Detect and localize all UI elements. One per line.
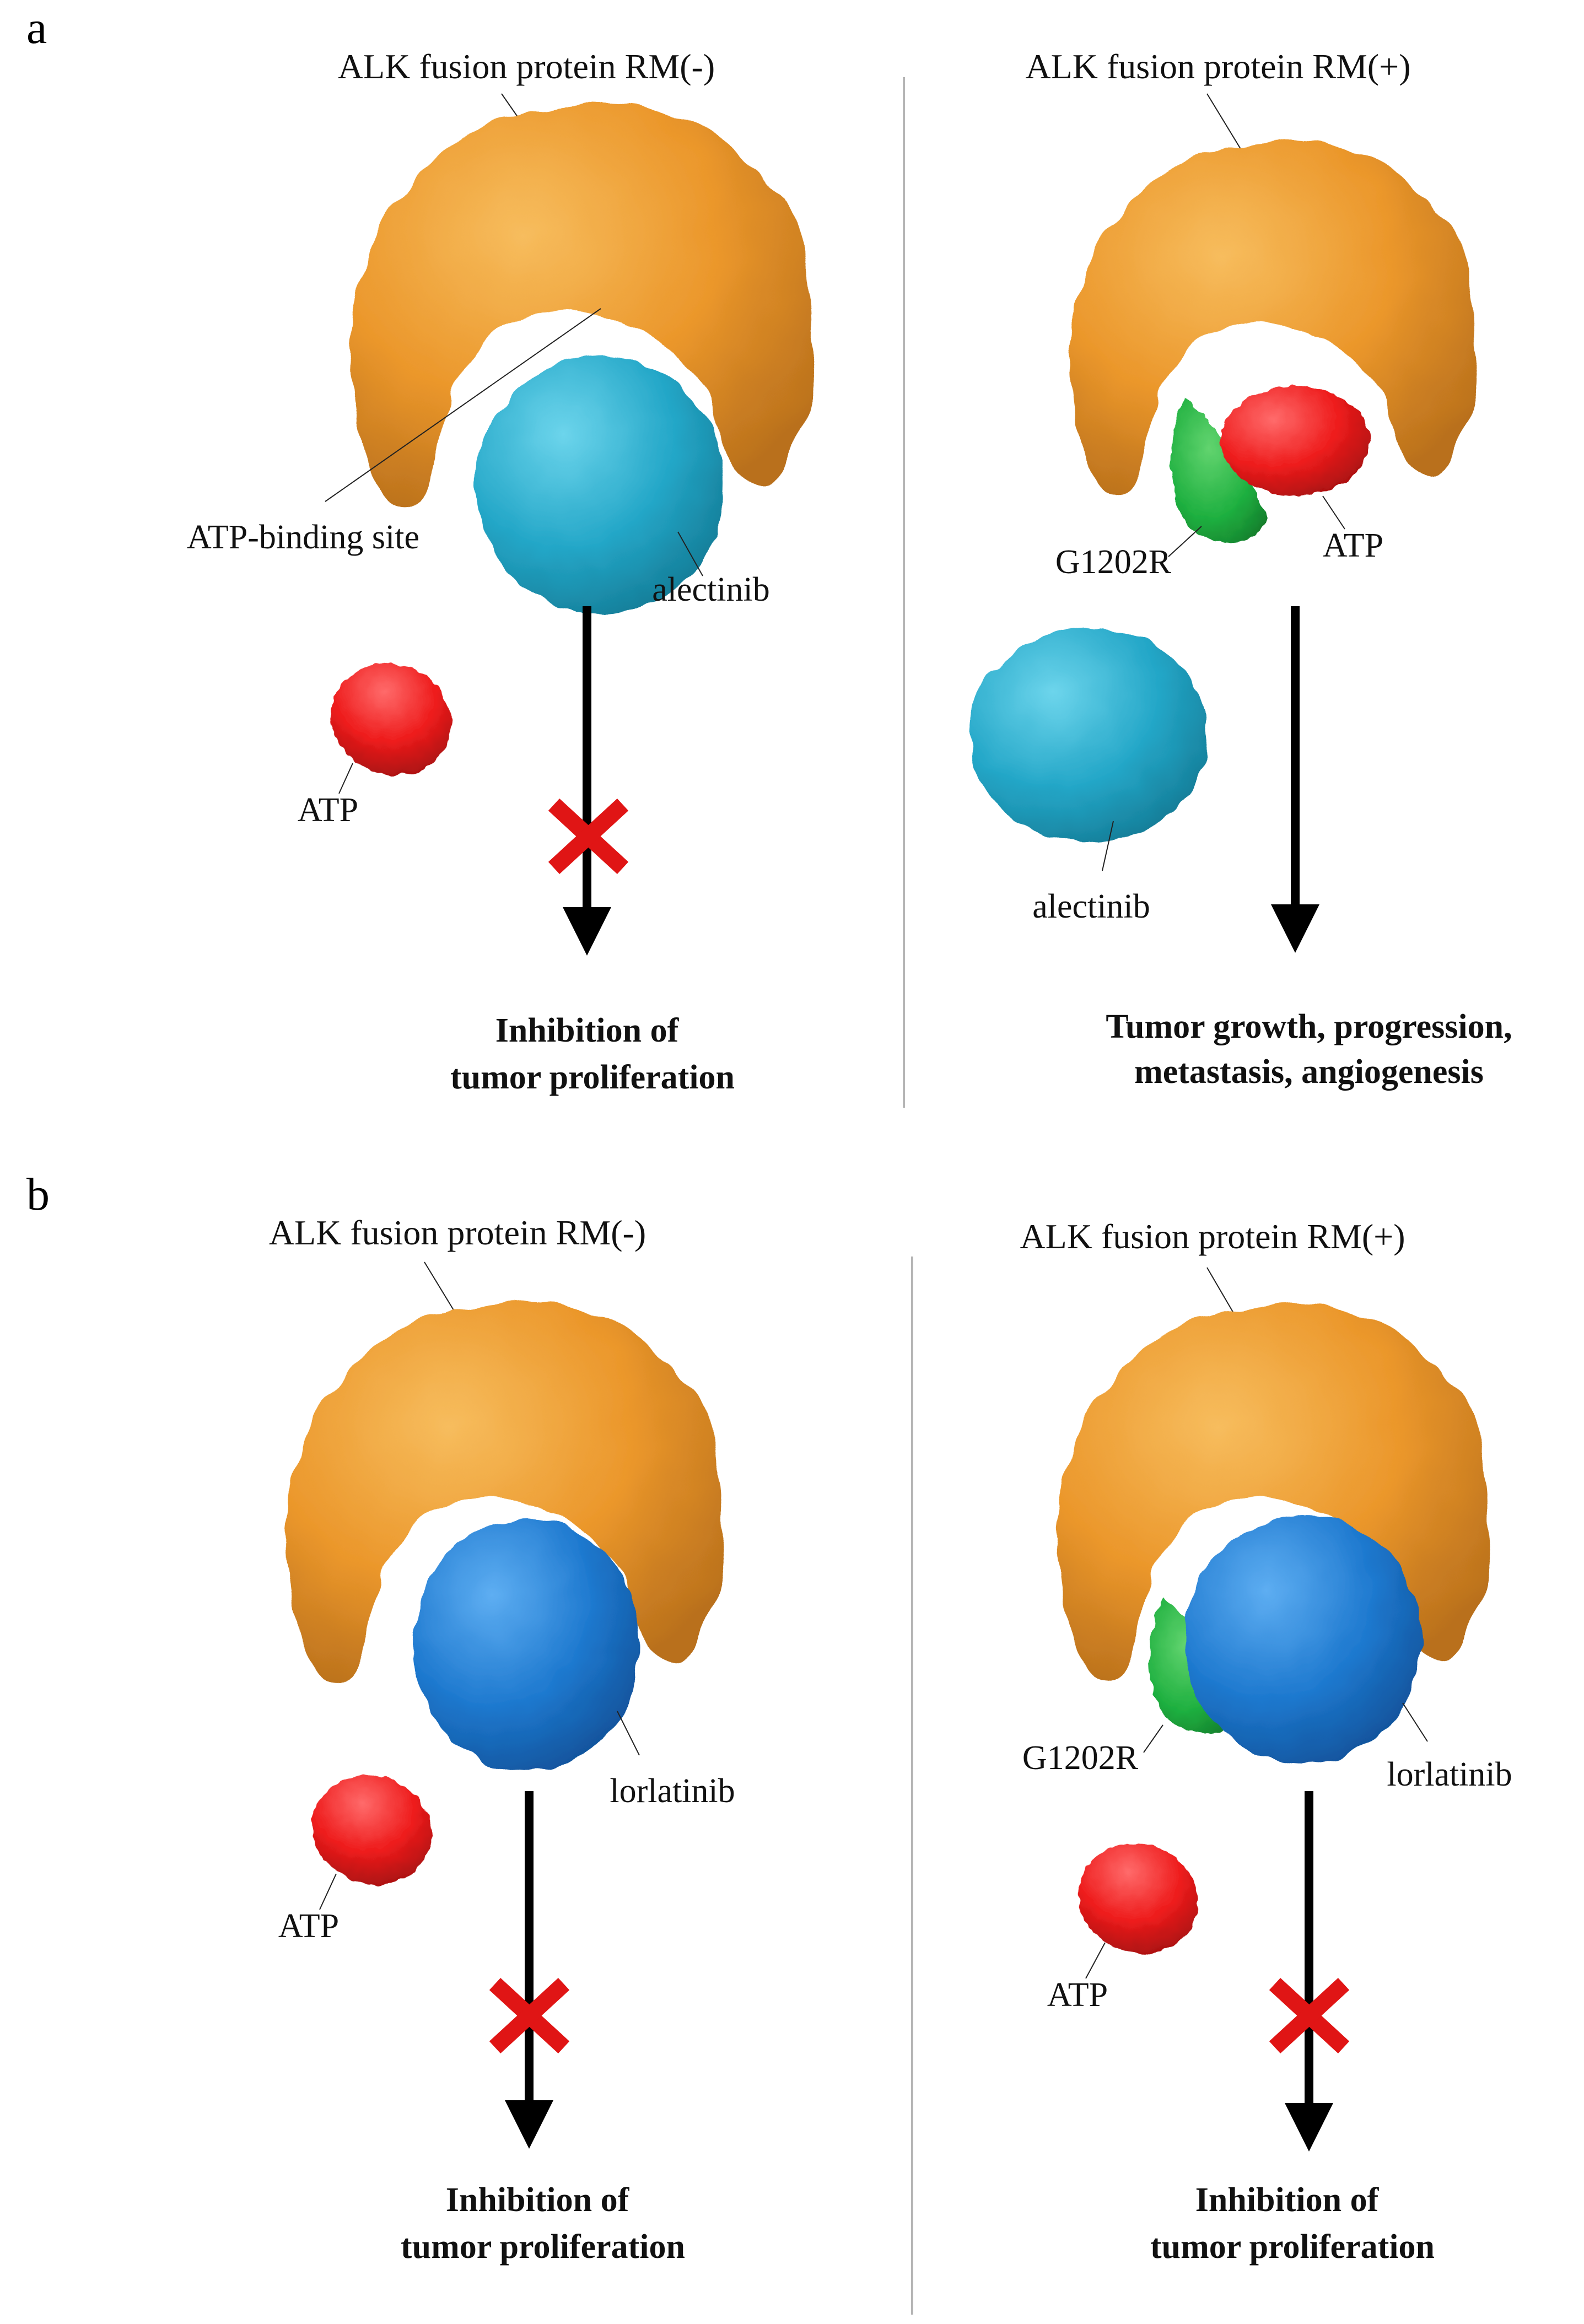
g1202r-mutation-region [1171, 397, 1268, 543]
atp-label: ATP [298, 791, 358, 829]
outcome-line-1: Tumor growth, progression, [1106, 1008, 1512, 1045]
mutation-leader-line [1168, 526, 1202, 557]
protein-title: ALK fusion protein RM(+) [1025, 47, 1410, 86]
atp-label: ATP [1047, 1976, 1108, 2014]
protein-title: ALK fusion protein RM(-) [338, 47, 715, 86]
panel-b-right: ALK fusion protein RM(+) G1202R lorlatin… [1020, 1217, 1512, 2266]
atp-leader-line [1085, 1942, 1106, 1979]
g1202r-label: G1202R [1055, 543, 1172, 581]
alectinib-molecule [477, 355, 725, 614]
lorlatinib-molecule [413, 1518, 639, 1772]
inhibition-cross [489, 1977, 570, 2054]
outcome-line-2: tumor proliferation [450, 1059, 735, 1096]
panel-a-right: ALK fusion protein RM(+) G1202R ATP alec… [970, 47, 1512, 1091]
lorlatinib-molecule [1185, 1516, 1422, 1764]
atp-binding-site-label: ATP-binding site [187, 519, 419, 556]
alectinib-label: alectinib [1032, 888, 1150, 925]
atp-molecule [1221, 386, 1370, 496]
drug-leader-line [677, 531, 703, 576]
site-leader-line [325, 308, 601, 502]
drug-leader-line [1102, 821, 1114, 871]
lorlatinib-label: lorlatinib [610, 1772, 735, 1810]
outcome-line-2: metastasis, angiogenesis [1134, 1053, 1484, 1091]
g1202r-label: G1202R [1022, 1739, 1139, 1777]
atp-molecule [331, 663, 451, 775]
drug-leader-line [617, 1711, 640, 1756]
outcome-line-2: tumor proliferation [401, 2228, 685, 2266]
panel-letter-a: a [26, 2, 47, 53]
atp-molecule [1078, 1843, 1198, 1954]
alectinib-molecule [970, 628, 1207, 843]
protein-title: ALK fusion protein RM(+) [1020, 1217, 1405, 1256]
inhibition-cross [548, 798, 629, 875]
outcome-line-1: Inhibition of [1195, 2181, 1380, 2219]
drug-leader-line [1402, 1702, 1428, 1742]
atp-leader-line [319, 1873, 337, 1910]
panel-b-left: ALK fusion protein RM(-) lorlatinib ATP … [269, 1213, 735, 2266]
inhibition-cross [1269, 1977, 1350, 2054]
atp-label: ATP [278, 1907, 339, 1945]
atp-leader-line [338, 763, 353, 794]
panel-letter-b: b [26, 1169, 50, 1220]
protein-title: ALK fusion protein RM(-) [269, 1213, 646, 1252]
mutation-leader-line [1143, 1724, 1163, 1753]
atp-leader-line [1322, 495, 1345, 530]
alectinib-label: alectinib [652, 571, 769, 608]
atp-label: ATP [1323, 527, 1383, 564]
atp-molecule [312, 1775, 432, 1885]
panel-a-left: ALK fusion protein RM(-) ATP-binding sit… [187, 47, 813, 1096]
lorlatinib-label: lorlatinib [1387, 1756, 1512, 1793]
outcome-line-1: Inhibition of [446, 2181, 630, 2219]
outcome-line-2: tumor proliferation [1150, 2228, 1435, 2266]
outcome-line-1: Inhibition of [495, 1012, 680, 1049]
